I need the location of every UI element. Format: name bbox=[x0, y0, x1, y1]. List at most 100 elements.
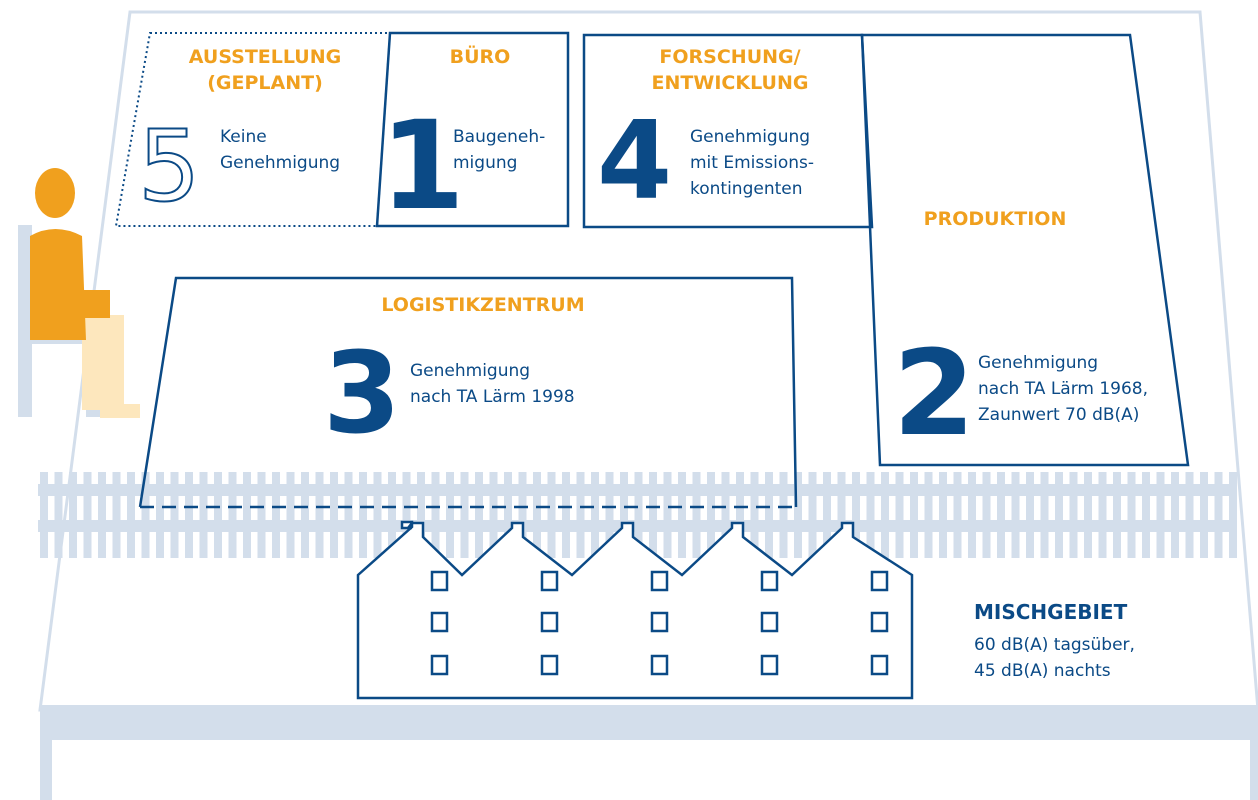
fence-picket bbox=[591, 472, 599, 558]
fence-picket bbox=[156, 472, 164, 558]
fence-picket bbox=[359, 472, 367, 558]
fence-picket bbox=[605, 472, 614, 558]
fence-picket bbox=[69, 472, 77, 558]
fence-picket bbox=[881, 472, 889, 558]
fence-picket bbox=[823, 472, 831, 558]
fence-picket bbox=[330, 472, 338, 558]
fence-picket bbox=[1026, 472, 1034, 558]
fence-picket bbox=[1171, 472, 1179, 558]
fence-picket bbox=[576, 472, 585, 558]
fence-picket bbox=[272, 472, 280, 558]
house-window bbox=[760, 654, 779, 676]
fence-picket bbox=[866, 472, 875, 558]
fence-picket bbox=[634, 472, 643, 558]
fence-picket bbox=[924, 472, 933, 558]
fence-picket bbox=[1214, 472, 1223, 558]
fence-picket bbox=[40, 472, 48, 558]
fence-picket bbox=[170, 472, 179, 558]
zone-buero-note: Baugeneh- migung bbox=[453, 127, 546, 173]
fence-picket bbox=[1229, 472, 1237, 558]
fence-picket bbox=[663, 472, 672, 558]
fence-picket bbox=[214, 472, 222, 558]
house-window bbox=[540, 570, 559, 592]
fence bbox=[38, 472, 1237, 558]
fence-picket bbox=[852, 472, 860, 558]
fence-picket bbox=[649, 472, 657, 558]
fence-picket bbox=[1098, 472, 1107, 558]
fence-picket bbox=[127, 472, 135, 558]
fence-picket bbox=[837, 472, 846, 558]
zone-buero-title: BÜRO bbox=[449, 46, 511, 68]
house-window bbox=[430, 611, 449, 633]
fence-picket bbox=[736, 472, 744, 558]
fence-picket bbox=[895, 472, 904, 558]
fence-picket bbox=[620, 472, 628, 558]
house-window bbox=[650, 611, 669, 633]
fence-picket bbox=[707, 472, 715, 558]
house-window bbox=[870, 611, 889, 633]
zone-logistik-title: LOGISTIKZENTRUM bbox=[381, 294, 585, 316]
fence-picket bbox=[417, 472, 425, 558]
fence-picket bbox=[533, 472, 541, 558]
fence-picket bbox=[315, 472, 324, 558]
person-figure bbox=[18, 168, 140, 418]
fence-picket bbox=[1156, 472, 1165, 558]
fence-picket bbox=[518, 472, 527, 558]
zone-buero-number: 1 bbox=[380, 95, 465, 237]
fence-picket bbox=[910, 472, 918, 558]
house-window bbox=[870, 570, 889, 592]
fence-picket bbox=[475, 472, 483, 558]
fence-picket bbox=[794, 472, 802, 558]
zone-ausstellung-number: 5 bbox=[137, 110, 201, 224]
house-window bbox=[760, 570, 779, 592]
zone-ausstellung-outline bbox=[114, 32, 392, 227]
zone-produktion-number: 2 bbox=[893, 324, 976, 462]
zone-produktion-title: PRODUKTION bbox=[923, 208, 1067, 230]
zone-forschung-outline bbox=[582, 33, 874, 229]
fence-picket bbox=[185, 472, 193, 558]
zone-forschung-title: FORSCHUNG/ ENTWICKLUNG bbox=[651, 46, 809, 94]
zone-forschung-number: 4 bbox=[597, 99, 673, 224]
house-window bbox=[430, 654, 449, 676]
fence-picket bbox=[692, 472, 701, 558]
fence-picket bbox=[402, 472, 411, 558]
fence-picket bbox=[344, 472, 353, 558]
zone-produktion-note: Genehmigung nach TA Lärm 1968, Zaunwert … bbox=[978, 353, 1149, 425]
fence-picket bbox=[779, 472, 788, 558]
fence-picket bbox=[373, 472, 382, 558]
fence-picket bbox=[1142, 472, 1150, 558]
fence-picket bbox=[112, 472, 121, 558]
fence-picket bbox=[968, 472, 976, 558]
house-window bbox=[540, 611, 559, 633]
zone-buero-outline bbox=[375, 31, 570, 228]
fence-picket bbox=[1055, 472, 1063, 558]
zone-logistik-note: Genehmigung nach TA Lärm 1998 bbox=[410, 361, 575, 407]
fence-picket bbox=[257, 472, 266, 558]
fence-picket bbox=[243, 472, 251, 558]
fence-picket bbox=[460, 472, 469, 558]
fence-picket bbox=[228, 472, 237, 558]
zone-logistik-number: 3 bbox=[323, 329, 401, 459]
fence-picket bbox=[489, 472, 498, 558]
zone-ausstellung-note: Keine Genehmigung bbox=[220, 127, 341, 173]
fence-picket bbox=[1069, 472, 1078, 558]
fence-picket bbox=[1040, 472, 1049, 558]
houses bbox=[356, 520, 914, 700]
zone-forschung-note: Genehmigung mit Emissions- kontingenten bbox=[690, 127, 814, 199]
zone-ausstellung-title: AUSSTELLUNG (GEPLANT) bbox=[188, 46, 342, 94]
zone-produktion-outline bbox=[860, 33, 1190, 467]
house-window bbox=[650, 654, 669, 676]
fence-picket bbox=[199, 472, 208, 558]
house-window bbox=[430, 570, 449, 592]
fence-picket bbox=[1127, 472, 1136, 558]
fence-picket bbox=[141, 472, 150, 558]
fence-picket bbox=[939, 472, 947, 558]
fence-picket bbox=[301, 472, 309, 558]
mischgebiet-note: 60 dB(A) tagsüber, 45 dB(A) nachts bbox=[974, 635, 1135, 681]
mischgebiet-title: MISCHGEBIET bbox=[974, 600, 1128, 624]
fence-picket bbox=[982, 472, 991, 558]
fence-picket bbox=[1011, 472, 1020, 558]
fence-picket bbox=[1185, 472, 1194, 558]
fence-picket bbox=[431, 472, 440, 558]
